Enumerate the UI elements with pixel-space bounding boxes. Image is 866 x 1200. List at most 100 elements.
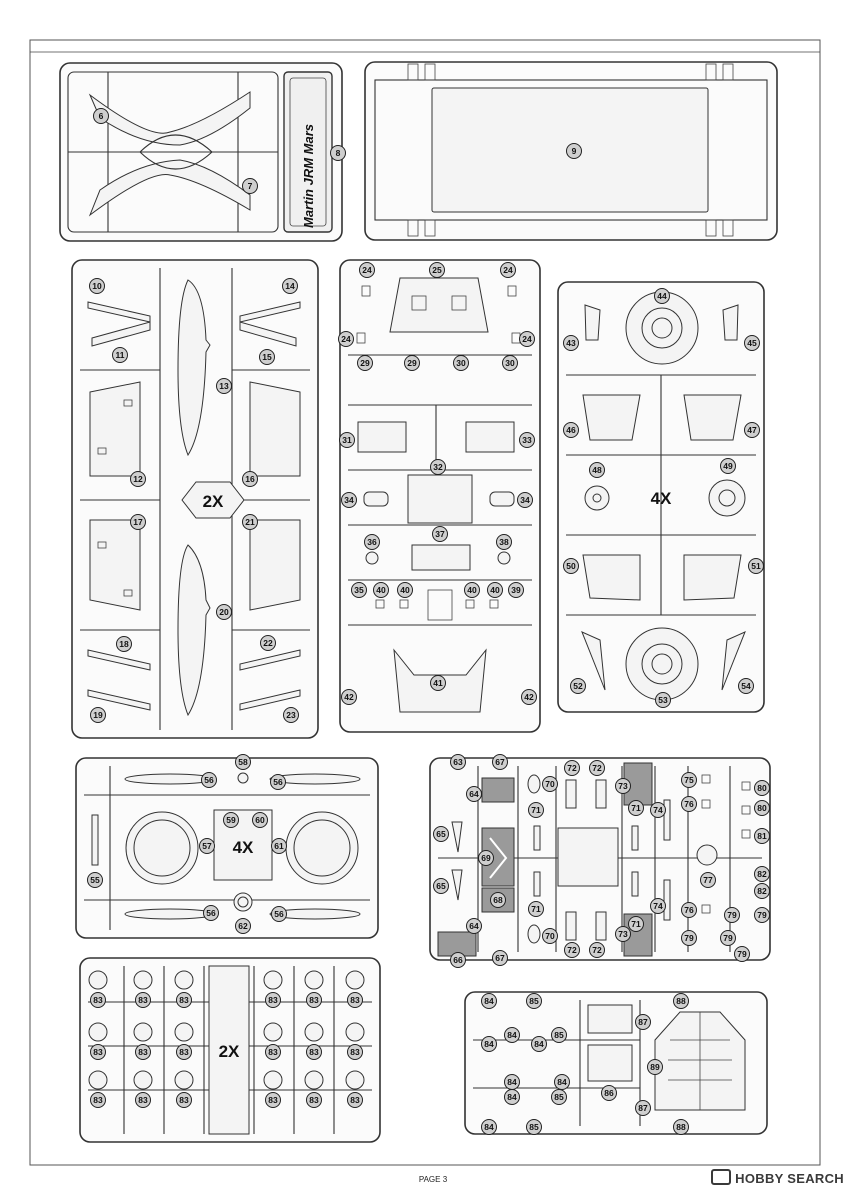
part-number: 89 xyxy=(650,1062,660,1072)
part-callout-24: 24 xyxy=(519,331,535,347)
part-callout-circle xyxy=(542,928,558,944)
part-callout-17: 17 xyxy=(130,514,146,530)
part-number: 84 xyxy=(507,1092,517,1102)
part-callout-65: 65 xyxy=(433,826,449,842)
part-number: 83 xyxy=(93,995,103,1005)
part-callout-36: 36 xyxy=(364,534,380,550)
part-callout-circle xyxy=(734,946,750,962)
part-callout-circle xyxy=(650,802,666,818)
part-number: 56 xyxy=(204,775,214,785)
rivet-disc xyxy=(345,1022,365,1042)
part-number: 84 xyxy=(507,1077,517,1087)
part-callout-85: 85 xyxy=(526,1119,542,1135)
part-callout-circle xyxy=(330,145,346,161)
part-callout-16: 16 xyxy=(242,471,258,487)
part-callout-circle xyxy=(754,828,770,844)
part-callout-circle xyxy=(635,1014,651,1030)
part-callout-circle xyxy=(754,800,770,816)
part-callout-circle xyxy=(90,707,106,723)
part-callout-circle xyxy=(700,872,716,888)
part-number: 50 xyxy=(566,561,576,571)
part-callout-circle xyxy=(359,262,375,278)
part-callout-80: 80 xyxy=(754,800,770,816)
part-number: 71 xyxy=(531,904,541,914)
part-number: 10 xyxy=(92,281,102,291)
watermark-text: HOBBY SEARCH xyxy=(735,1171,844,1186)
part-callout-40: 40 xyxy=(464,582,480,598)
page-border xyxy=(29,39,821,1166)
part-callout-circle xyxy=(589,760,605,776)
part-callout-71: 71 xyxy=(628,916,644,932)
part-callout-circle xyxy=(90,1044,106,1060)
part-number: 84 xyxy=(507,1030,517,1040)
part-callout-circle xyxy=(283,707,299,723)
part-callout-circle xyxy=(526,1119,542,1135)
part-callout-circle xyxy=(519,331,535,347)
part-callout-6: 6 xyxy=(93,108,109,124)
part-callout-circle xyxy=(720,458,736,474)
part-number: 84 xyxy=(557,1077,567,1087)
part-callout-64: 64 xyxy=(466,918,482,934)
part-callout-46: 46 xyxy=(563,422,579,438)
part-number: 6 xyxy=(99,111,104,121)
part-callout-circle xyxy=(681,772,697,788)
part-number: 24 xyxy=(362,265,372,275)
part-callout-30: 30 xyxy=(453,355,469,371)
rivet-disc xyxy=(304,970,324,990)
part-number: 83 xyxy=(138,1095,148,1105)
part-callout-circle xyxy=(235,754,251,770)
part-number: 7 xyxy=(248,181,253,191)
part-number: 16 xyxy=(245,474,255,484)
part-callout-circle xyxy=(519,432,535,448)
part-number: 74 xyxy=(653,805,663,815)
part-number: 24 xyxy=(503,265,513,275)
part-number: 73 xyxy=(618,781,628,791)
part-number: 40 xyxy=(376,585,386,595)
sprue-frame-e xyxy=(557,281,765,713)
part-number: 82 xyxy=(757,886,767,896)
part-number: 61 xyxy=(274,841,284,851)
part-number: 87 xyxy=(638,1017,648,1027)
part-callout-83: 83 xyxy=(135,992,151,1008)
part-callout-circle xyxy=(589,942,605,958)
part-callout-39: 39 xyxy=(508,582,524,598)
part-number: 69 xyxy=(481,853,491,863)
part-callout-24: 24 xyxy=(500,262,516,278)
part-callout-80: 80 xyxy=(754,780,770,796)
part-number: 88 xyxy=(676,996,686,1006)
part-callout-circle xyxy=(504,1089,520,1105)
part-number: 41 xyxy=(433,678,443,688)
part-callout-circle xyxy=(681,796,697,812)
part-number: 87 xyxy=(638,1103,648,1113)
part-callout-circle xyxy=(754,907,770,923)
rivet-disc xyxy=(88,1070,108,1090)
part-callout-42: 42 xyxy=(341,689,357,705)
part-number: 84 xyxy=(534,1039,544,1049)
part-callout-9: 9 xyxy=(566,143,582,159)
part-callout-circle xyxy=(433,826,449,842)
part-callout-circle xyxy=(655,692,671,708)
part-callout-circle xyxy=(563,335,579,351)
part-callout-83: 83 xyxy=(176,1044,192,1060)
part-number: 83 xyxy=(179,1047,189,1057)
part-callout-circle xyxy=(252,812,268,828)
part-number: 72 xyxy=(567,763,577,773)
part-number: 81 xyxy=(757,831,767,841)
part-callout-83: 83 xyxy=(265,1092,281,1108)
part-number: 30 xyxy=(505,358,515,368)
part-number: 68 xyxy=(493,895,503,905)
part-callout-14: 14 xyxy=(282,278,298,294)
rivet-disc xyxy=(263,1022,283,1042)
part-callout-circle xyxy=(508,582,524,598)
part-callout-84: 84 xyxy=(481,993,497,1009)
part-callout-circle xyxy=(216,378,232,394)
sprue-frame-c xyxy=(71,259,319,739)
part-callout-circle xyxy=(271,838,287,854)
part-callout-83: 83 xyxy=(265,992,281,1008)
part-number: 83 xyxy=(138,995,148,1005)
part-number: 14 xyxy=(285,281,295,291)
part-callout-circle xyxy=(521,689,537,705)
part-callout-circle xyxy=(490,892,506,908)
part-callout-20: 20 xyxy=(216,604,232,620)
part-number: 65 xyxy=(436,881,446,891)
